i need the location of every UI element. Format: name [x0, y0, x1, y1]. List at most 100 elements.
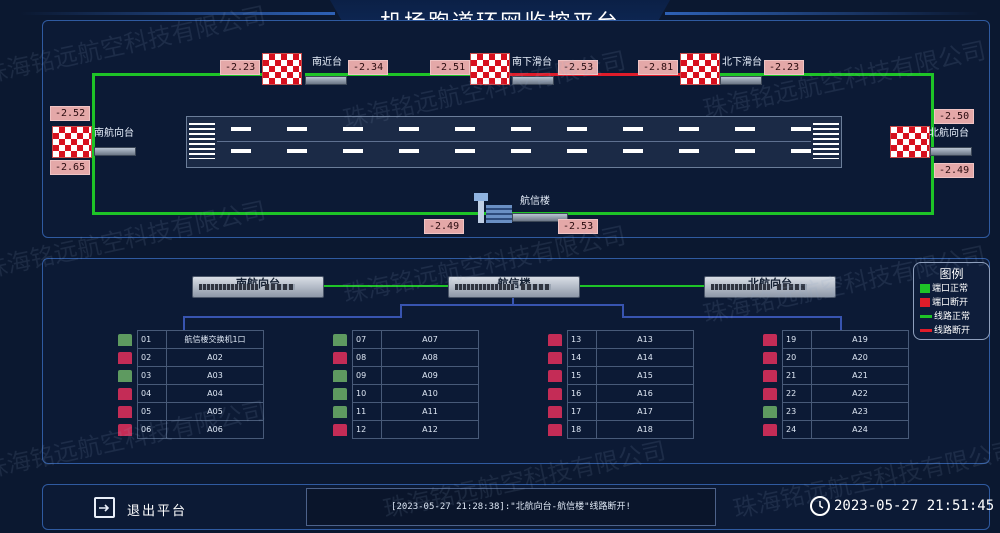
- runway-marking: [287, 127, 307, 131]
- runway-marking: [287, 149, 307, 153]
- switch-north-approach[interactable]: 北航向台: [704, 276, 836, 298]
- comm-building-value-right: -2.53: [558, 219, 599, 234]
- port-down-icon: [763, 387, 777, 400]
- runway-marking: [791, 127, 811, 131]
- loop-right: [931, 73, 934, 215]
- loop-top-left: [92, 73, 266, 76]
- port-down-icon: [548, 333, 562, 346]
- port-name: A13: [596, 330, 694, 349]
- port-name: A16: [596, 384, 694, 403]
- port-down-icon: [763, 369, 777, 382]
- north-approach-value-bottom: -2.49: [934, 163, 975, 178]
- port-number: 02: [137, 348, 167, 367]
- comm-building-label: 航信楼: [520, 196, 550, 207]
- north-taxi-value-right: -2.23: [764, 60, 805, 75]
- runway: [186, 116, 842, 168]
- link-left-center: [322, 285, 448, 287]
- port-down-icon: [548, 387, 562, 400]
- port-name: A15: [596, 366, 694, 385]
- port-name: A09: [381, 366, 479, 385]
- port-ok-icon: [333, 369, 347, 382]
- port-name: A04: [166, 384, 264, 403]
- port-number: 07: [352, 330, 382, 349]
- port-down-icon: [118, 405, 132, 418]
- port-number: 05: [137, 402, 167, 421]
- south-taxi-value-right: -2.53: [558, 60, 599, 75]
- exit-platform-button[interactable]: 退出平台: [127, 504, 188, 519]
- loop-top-mid: [305, 73, 472, 76]
- runway-marking: [735, 149, 755, 153]
- comm-building-icon: [470, 193, 512, 223]
- clock-icon: [810, 496, 830, 516]
- alarm-message: [2023-05-27 21:28:38]:"北航向台-航信楼"线路断开!: [306, 488, 716, 526]
- south-taxi-label: 南下滑台: [512, 57, 552, 68]
- exit-icon[interactable]: [94, 497, 115, 518]
- switch-comm-building[interactable]: 航信楼: [448, 276, 580, 298]
- port-number: 23: [782, 402, 812, 421]
- port-down-icon: [118, 423, 132, 436]
- port-number: 20: [782, 348, 812, 367]
- port-name: A06: [166, 420, 264, 439]
- port-number: 11: [352, 402, 382, 421]
- runway-marking: [735, 127, 755, 131]
- port-name: A02: [166, 348, 264, 367]
- runway-marking: [231, 149, 251, 153]
- port-name: A14: [596, 348, 694, 367]
- comm-building-value-left: -2.49: [424, 219, 465, 234]
- runway-marking: [455, 127, 475, 131]
- port-name: A22: [811, 384, 909, 403]
- north-approach-label: 北航向台: [929, 128, 969, 139]
- south-approach-marker-icon: [52, 126, 92, 158]
- south-taxi-switch-icon: [512, 76, 554, 85]
- port-number: 15: [567, 366, 597, 385]
- port-number: 10: [352, 384, 382, 403]
- line-down-icon: [920, 329, 932, 332]
- port-number: 19: [782, 330, 812, 349]
- runway-marking: [567, 149, 587, 153]
- south-near-value-left: -2.23: [220, 60, 261, 75]
- port-number: 08: [352, 348, 382, 367]
- port-name: A12: [381, 420, 479, 439]
- switch-south-approach[interactable]: 南航向台: [192, 276, 324, 298]
- runway-marking: [679, 149, 699, 153]
- port-number: 06: [137, 420, 167, 439]
- runway-marking: [231, 127, 251, 131]
- north-taxi-marker-icon: [680, 53, 720, 85]
- port-number: 18: [567, 420, 597, 439]
- port-name: A07: [381, 330, 479, 349]
- runway-marking: [343, 149, 363, 153]
- port-down-icon: [548, 351, 562, 364]
- port-name: A10: [381, 384, 479, 403]
- line-ok-icon: [920, 315, 932, 318]
- runway-threshold-left: [189, 123, 215, 159]
- port-number: 01: [137, 330, 167, 349]
- port-ok-icon: [333, 333, 347, 346]
- port-name: A03: [166, 366, 264, 385]
- port-number: 03: [137, 366, 167, 385]
